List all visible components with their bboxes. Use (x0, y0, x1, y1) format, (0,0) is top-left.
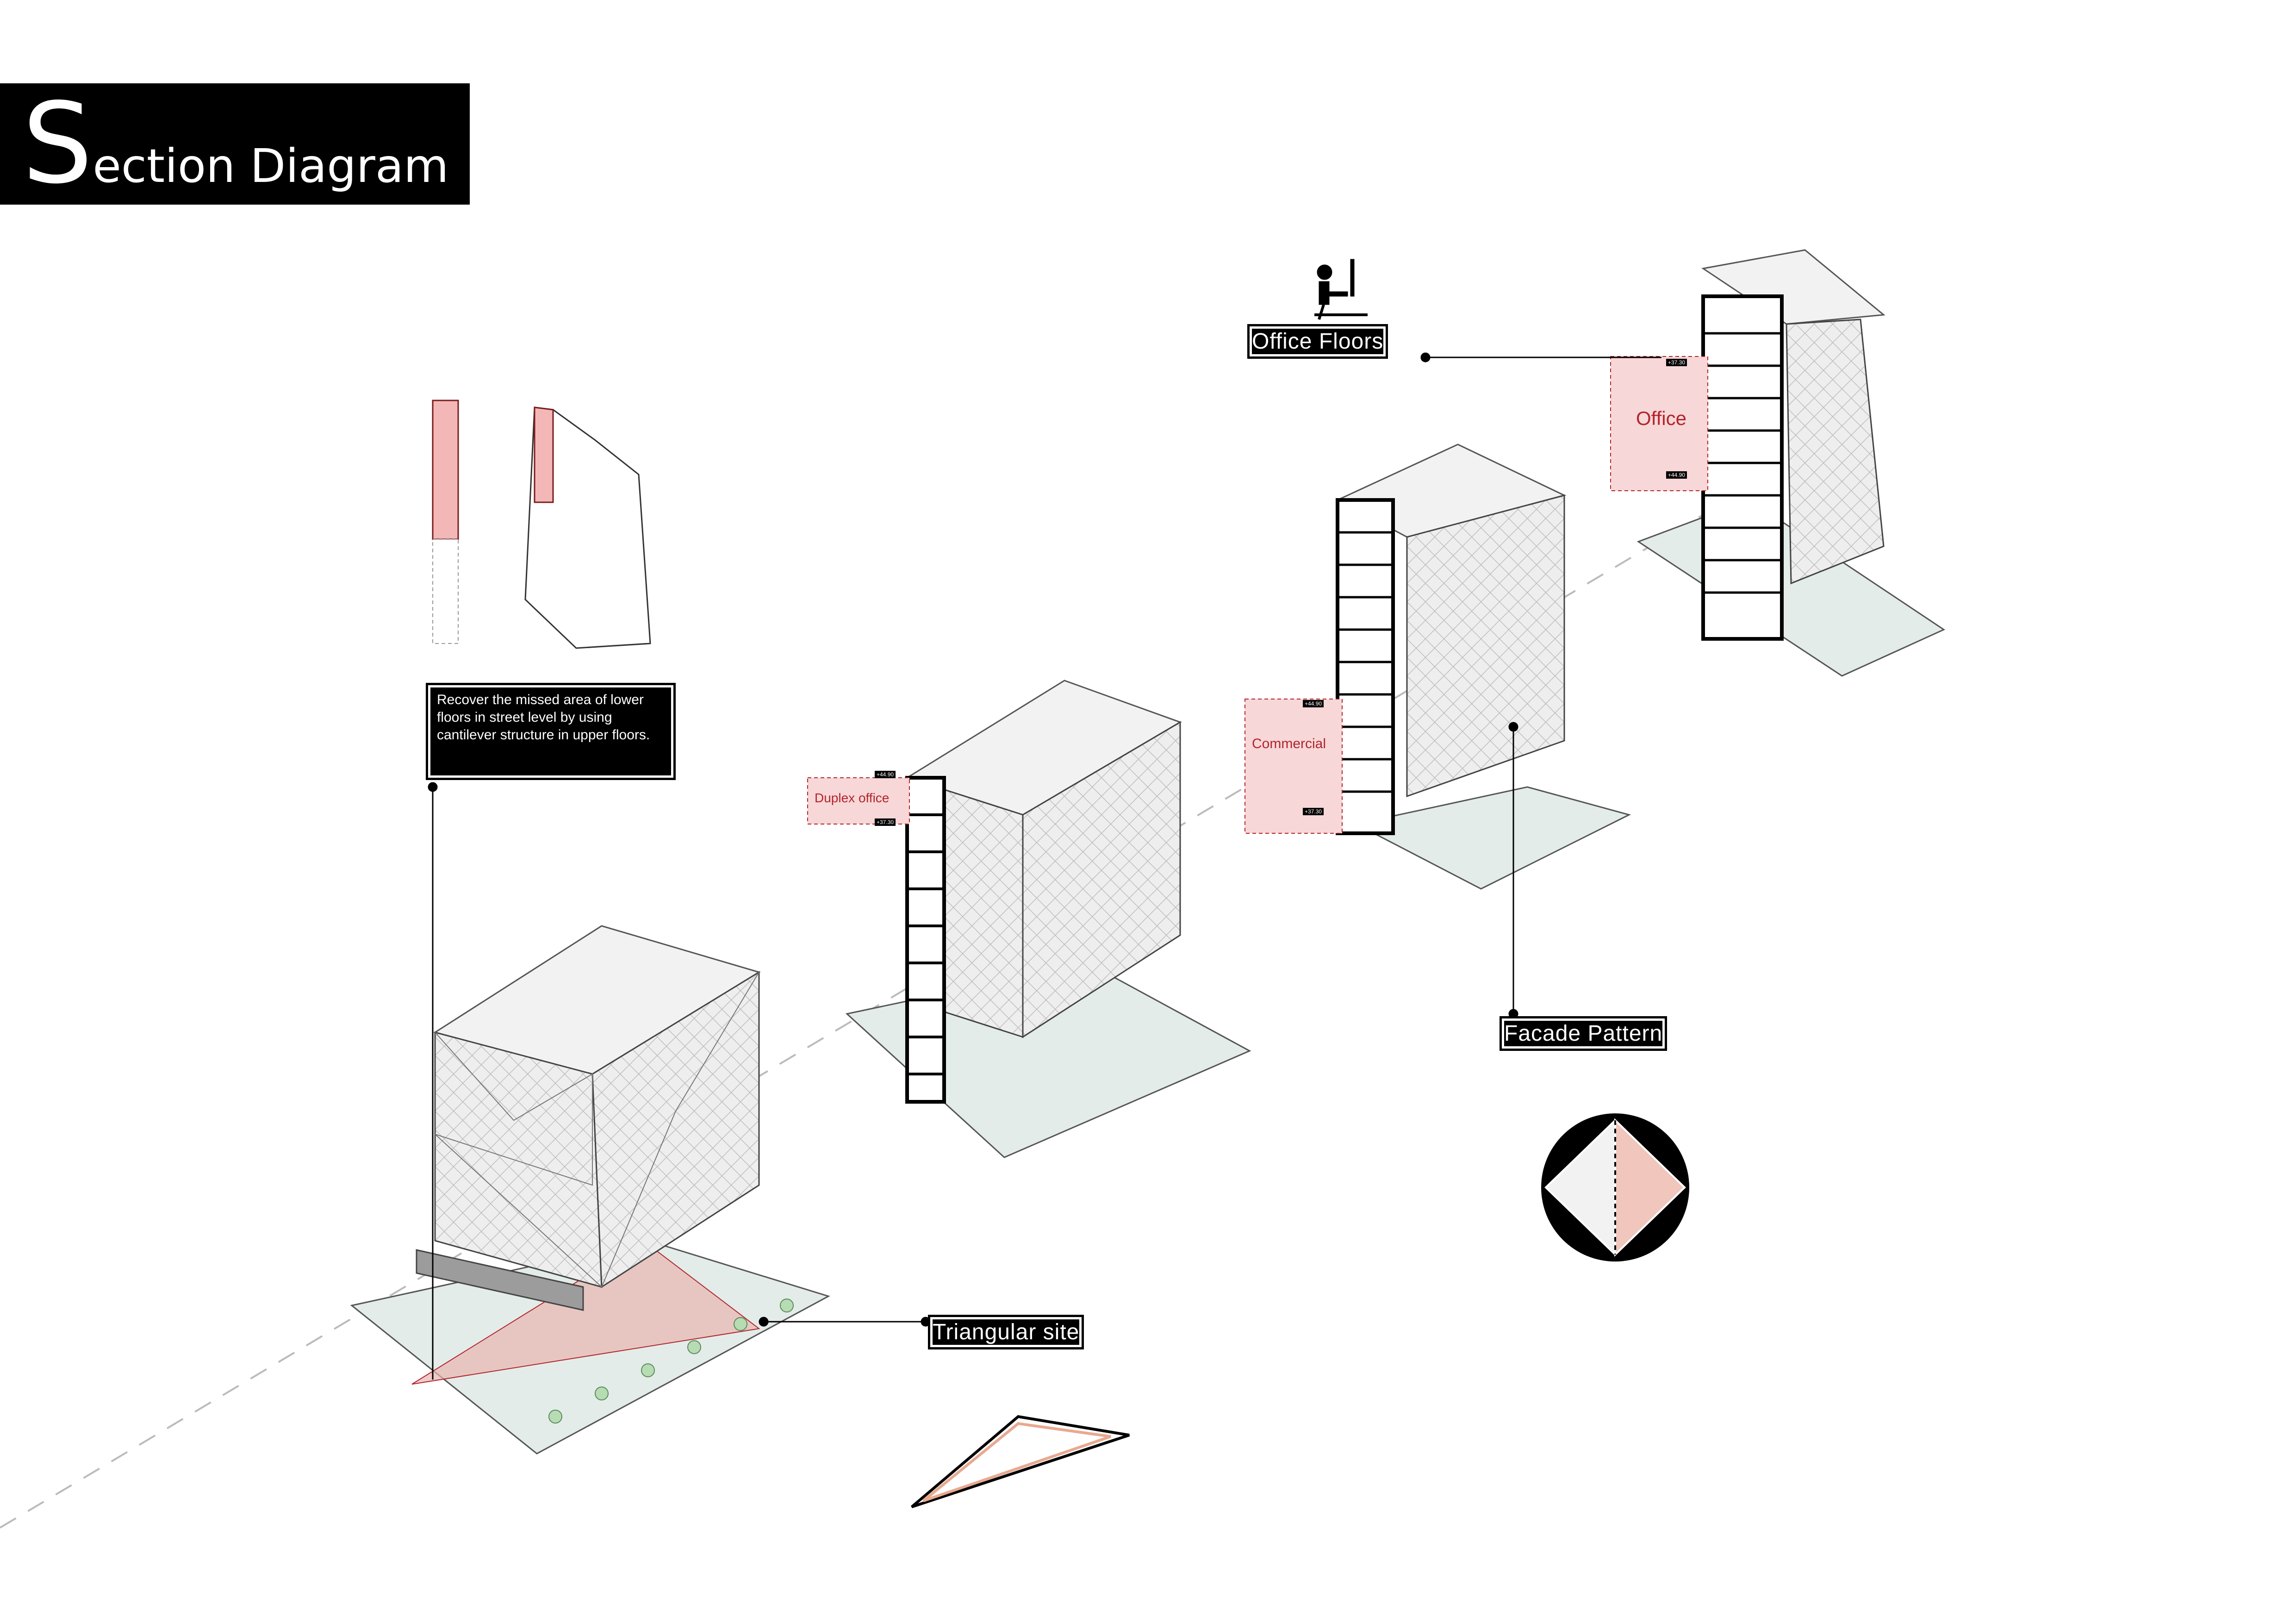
building-3-facade (1406, 494, 1565, 798)
office-worker-icon (1314, 259, 1368, 320)
cantilever-sketch (432, 400, 651, 649)
office-zone (1610, 356, 1708, 491)
building-1-facets (435, 972, 759, 1288)
site-triangle-sketch (911, 1415, 1130, 1508)
leader-lines (428, 352, 1661, 1380)
cantilever-note: Recover the missed area of lower floors … (426, 683, 676, 780)
building-1-podium (416, 1249, 584, 1311)
triangular-site-highlight (411, 1240, 760, 1385)
level-duplex-top: +44.90 (875, 771, 896, 778)
commercial-zone (1244, 699, 1343, 834)
office-floors-label: Office Floors (1247, 324, 1388, 359)
level-office-bottom: +44.90 (1666, 471, 1687, 479)
cantilever-massing (524, 406, 651, 649)
building-1-right-facade (591, 971, 760, 1288)
level-commercial-bottom: +37.30 (1303, 808, 1324, 815)
building-2-section-cut (905, 776, 946, 1104)
building-4-section-cut (1701, 294, 1784, 641)
cantilever-section-1 (432, 400, 459, 540)
building-4 (1610, 249, 1946, 677)
page-title: Section Diagram (22, 88, 449, 199)
building-3-floor-slabs (1338, 531, 1393, 793)
building-2-floor-slabs (907, 813, 944, 1075)
building-4-floor-slabs (1703, 332, 1782, 594)
street-trees (548, 1299, 794, 1424)
office-label: Office (1636, 407, 1686, 429)
triangular-site-label: Triangular site (927, 1315, 1084, 1349)
level-office-top: +37.30 (1666, 359, 1687, 366)
level-duplex-bottom: +37.30 (875, 818, 896, 826)
level-commercial-top: +44.90 (1303, 700, 1324, 707)
duplex-office-label: Duplex office (815, 791, 890, 805)
title-block: Section Diagram (0, 83, 470, 205)
title-initial: S (22, 79, 93, 208)
building-3-section-cut (1336, 498, 1395, 835)
building-2-right-facade (1022, 721, 1181, 1038)
building-1 (350, 925, 830, 1455)
title-rest: ection Diagram (93, 139, 449, 193)
facade-pattern-label: Facade Pattern (1499, 1016, 1668, 1051)
commercial-label: Commercial (1252, 736, 1326, 751)
duplex-office-zone (807, 777, 910, 824)
building-3 (1244, 443, 1631, 890)
building-1-left-facade (434, 1031, 603, 1288)
facade-pattern-disk (1541, 1113, 1689, 1262)
building-2 (807, 680, 1251, 1158)
site-plate-3 (1354, 786, 1631, 890)
building-4-facade (1786, 319, 1885, 585)
